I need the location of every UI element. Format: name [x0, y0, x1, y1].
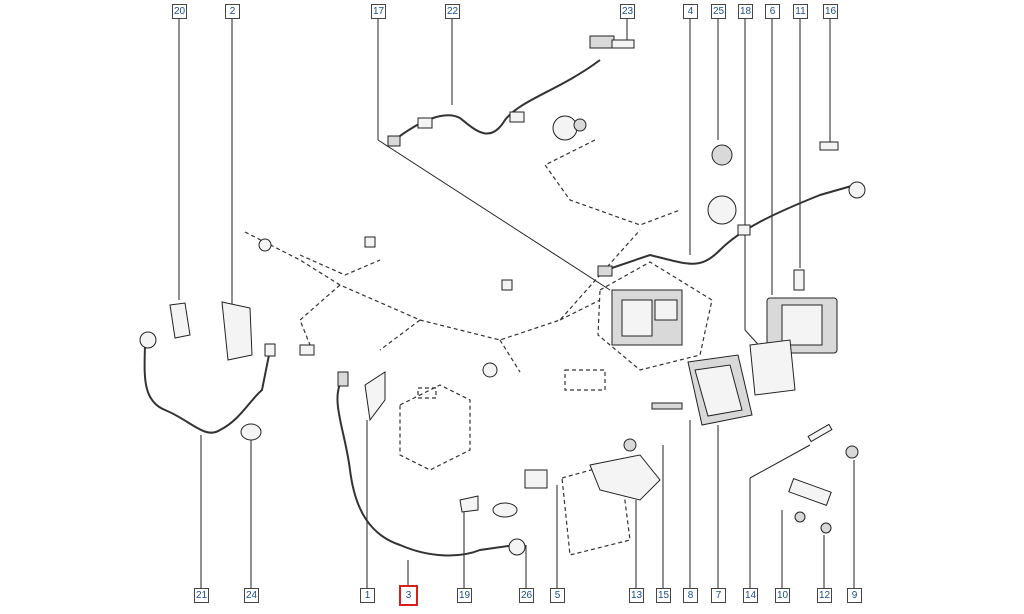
abs-ecu-7 — [651, 354, 753, 426]
battery — [399, 384, 471, 471]
dashed-harness — [244, 139, 681, 378]
abs-modulator-6 — [749, 269, 838, 396]
callout-17[interactable]: 17 — [371, 4, 386, 19]
abs-hydraulic-unit — [564, 261, 713, 391]
callout-11[interactable]: 11 — [793, 4, 808, 19]
callout-14[interactable]: 14 — [743, 588, 758, 603]
callout-25[interactable]: 25 — [711, 4, 726, 19]
callout-9[interactable]: 9 — [847, 588, 862, 603]
wheel-sensor-cable-22 — [387, 35, 635, 147]
callout-4[interactable]: 4 — [683, 4, 698, 19]
callout-12[interactable]: 12 — [817, 588, 832, 603]
callout-20[interactable]: 20 — [172, 4, 187, 19]
battery-tray — [561, 438, 661, 556]
callout-7[interactable]: 7 — [711, 588, 726, 603]
callout-10[interactable]: 10 — [775, 588, 790, 603]
small-fasteners — [788, 423, 859, 534]
callout-13[interactable]: 13 — [629, 588, 644, 603]
wheel-sensor-cable-3 — [336, 371, 548, 557]
leader-lines — [178, 18, 855, 588]
callout-6[interactable]: 6 — [765, 4, 780, 19]
callout-24[interactable]: 24 — [244, 588, 259, 603]
callout-3-selected[interactable]: 3 — [399, 585, 418, 606]
callout-2[interactable]: 2 — [225, 4, 240, 19]
callout-21[interactable]: 21 — [194, 588, 209, 603]
callout-8[interactable]: 8 — [683, 588, 698, 603]
callout-18[interactable]: 18 — [738, 4, 753, 19]
callout-1[interactable]: 1 — [360, 588, 375, 603]
callout-26[interactable]: 26 — [519, 588, 534, 603]
callout-5[interactable]: 5 — [550, 588, 565, 603]
callout-16[interactable]: 16 — [823, 4, 838, 19]
callout-15[interactable]: 15 — [656, 588, 671, 603]
callout-22[interactable]: 22 — [445, 4, 460, 19]
wheel-sensor-cable-4 — [597, 141, 866, 277]
callout-23[interactable]: 23 — [620, 4, 635, 19]
callout-19[interactable]: 19 — [457, 588, 472, 603]
wheel-sensor-cable-21 — [139, 301, 276, 441]
